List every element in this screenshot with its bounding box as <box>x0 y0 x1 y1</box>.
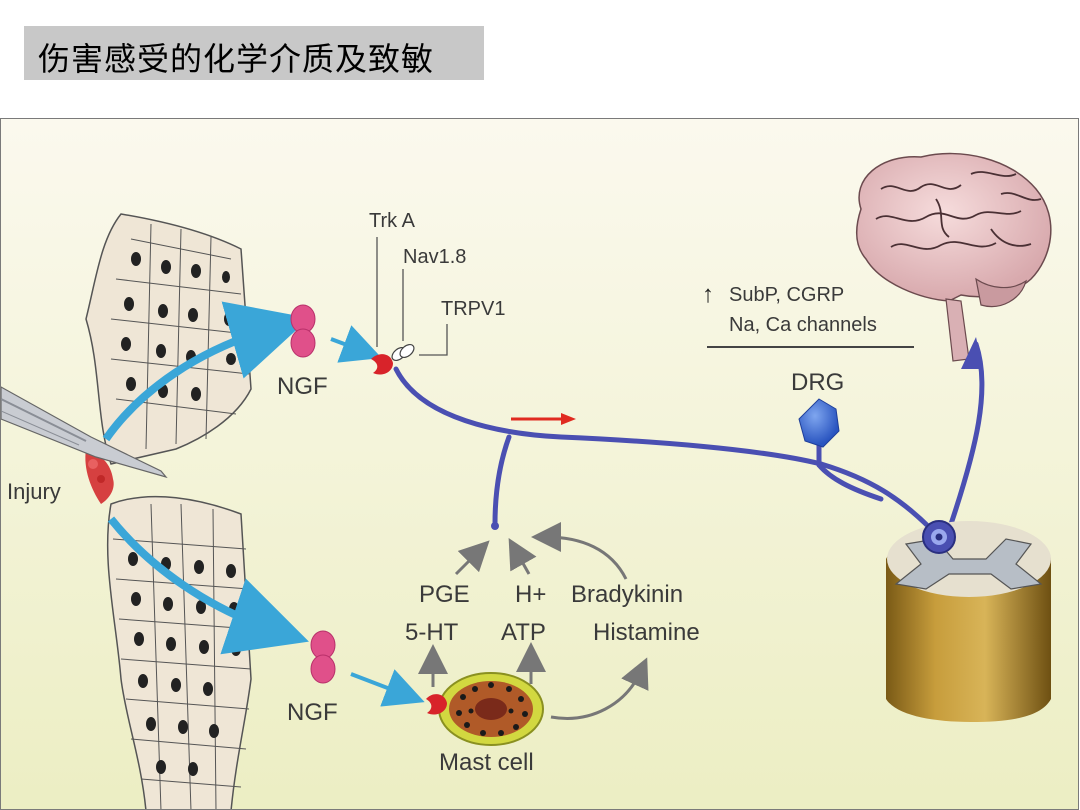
pain-sensitization-diagram: Injury NGF NGF Trk A Nav1.8 TRPV1 ↑ SubP… <box>0 118 1079 810</box>
receptor-leader-lines <box>376 237 448 356</box>
ngf-to-trka-arrow <box>330 325 382 363</box>
trpv1-channel <box>391 343 415 362</box>
h-plus-label: H+ <box>515 581 547 608</box>
mediator-arrows <box>418 522 649 720</box>
brain-image <box>856 152 1052 362</box>
increase-arrow: ↑ <box>702 281 714 308</box>
nerve-terminal <box>491 522 499 530</box>
wound <box>85 449 114 504</box>
bradykinin-label: Bradykinin <box>571 581 684 608</box>
histamine-label: Histamine <box>593 619 700 646</box>
injury-label: Injury <box>7 479 61 504</box>
trpv1-label: TRPV1 <box>441 298 506 320</box>
ngf-label-bottom: NGF <box>287 699 338 726</box>
pge-label: PGE <box>419 581 470 608</box>
spinal-cord <box>886 520 1051 722</box>
brain-input-arrow <box>961 337 983 369</box>
trka-label: Trk A <box>369 210 415 232</box>
atp-label: ATP <box>501 619 546 646</box>
mast-cell-label: Mast cell <box>439 749 534 776</box>
ngf-molecule-top <box>290 304 316 358</box>
injury-to-ngf-arrow-bottom <box>107 516 309 655</box>
mast-cell-receptor <box>426 694 447 715</box>
drg-ganglion <box>798 398 840 448</box>
nav18-label: Nav1.8 <box>403 246 467 268</box>
injury-to-ngf-arrow-top <box>102 301 310 442</box>
title-box: 伤害感受的化学介质及致敏 <box>24 26 484 80</box>
mast-cell <box>438 672 544 746</box>
ngf-to-mast-cell-arrow <box>350 669 425 707</box>
trka-receptor <box>371 354 393 375</box>
5ht-label: 5-HT <box>405 619 459 646</box>
skin-tissue-lower <box>106 495 252 809</box>
subp-cgrp-label: SubP, CGRP <box>729 284 845 306</box>
slide-title: 伤害感受的化学介质及致敏 <box>38 40 435 78</box>
diagram-canvas <box>1 119 1078 809</box>
signal-direction-arrow <box>511 413 576 425</box>
drg-label: DRG <box>791 369 845 396</box>
na-ca-channels-label: Na, Ca channels <box>729 314 877 336</box>
ngf-molecule-bottom <box>310 630 336 684</box>
scalpel <box>1 386 168 479</box>
ngf-label-top: NGF <box>277 373 328 400</box>
